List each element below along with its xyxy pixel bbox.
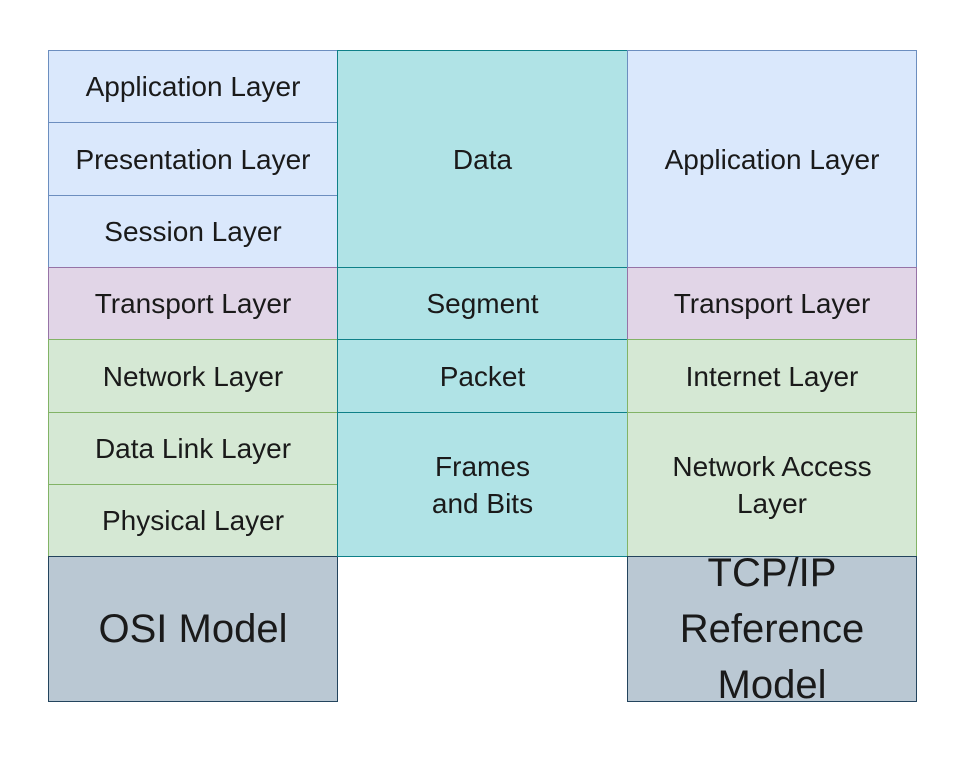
osi-data-link-layer: Data Link Layer: [48, 412, 338, 485]
tcpip-transport-layer: Transport Layer: [627, 267, 917, 340]
osi-presentation-layer: Presentation Layer: [48, 122, 338, 196]
osi-transport-layer: Transport Layer: [48, 267, 338, 340]
pdu-packet: Packet: [337, 339, 628, 413]
tcpip-network-access-layer: Network Access Layer: [627, 412, 917, 557]
tcpip-application-layer: Application Layer: [627, 50, 917, 268]
pdu-segment: Segment: [337, 267, 628, 340]
tcpip-model-label: TCP/IP Reference Model: [627, 551, 917, 707]
osi-session-layer: Session Layer: [48, 195, 338, 268]
pdu-frames-and-bits: Frames and Bits: [337, 412, 628, 557]
osi-network-layer: Network Layer: [48, 339, 338, 413]
osi-model-label: OSI Model: [48, 556, 338, 702]
osi-physical-layer: Physical Layer: [48, 484, 338, 557]
pdu-data: Data: [337, 50, 628, 268]
osi-application-layer: Application Layer: [48, 50, 338, 123]
tcpip-internet-layer: Internet Layer: [627, 339, 917, 413]
